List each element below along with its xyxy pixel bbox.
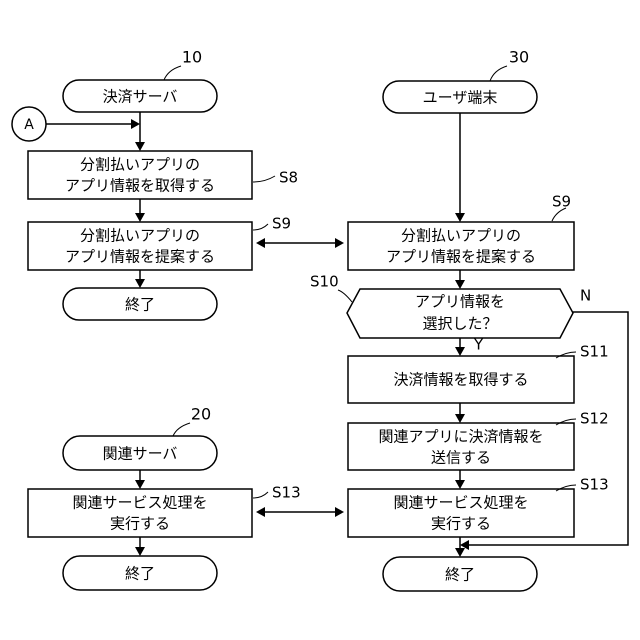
arrowhead [455, 347, 465, 356]
step-label-s11: S11 [580, 343, 609, 361]
arrowhead [135, 547, 145, 556]
terminal-user-terminal-label: ユーザ端末 [423, 89, 498, 107]
step-s8-text-line1: 分割払いアプリの [80, 156, 200, 174]
step-label-left-s9: S9 [272, 215, 291, 233]
leader-line [173, 423, 190, 436]
step-right-s9-text-line1: 分割払いアプリの [401, 227, 521, 245]
terminal-payment-server-label: 決済サーバ [103, 88, 178, 106]
decision-no-label: N [580, 287, 591, 305]
step-right-s13-text-line1: 関連サービス処理を [393, 494, 528, 512]
connector-a-label: A [24, 117, 34, 133]
step-label-s10: S10 [310, 273, 339, 291]
leader-line [253, 492, 268, 498]
decision-s10-text-line2: 選択した？ [422, 315, 497, 333]
arrowhead [455, 213, 465, 222]
terminal-right-end-label: 終了 [445, 566, 475, 584]
arrowhead [455, 280, 465, 289]
decision-s10-text-line1: アプリ情報を [415, 293, 505, 311]
arrowhead [335, 238, 344, 248]
step-left-s13-text-line1: 関連サービス処理を [72, 494, 207, 512]
step-label-right-s9: S9 [552, 193, 571, 211]
step-s11-text: 決済情報を取得する [393, 371, 528, 389]
leader-line [253, 176, 275, 182]
arrowhead [256, 507, 265, 517]
leader-line [253, 224, 268, 230]
leader-line [338, 290, 352, 302]
step-label-right-s13: S13 [580, 476, 609, 494]
terminal-related-server-label: 関連サーバ [103, 445, 178, 463]
arrowhead [135, 142, 145, 151]
arrowhead [455, 480, 465, 489]
step-left-s9-text-line2: アプリ情報を提案する [65, 248, 215, 266]
step-label-s8: S8 [279, 169, 298, 187]
leader-line [490, 66, 507, 81]
step-right-s13-text-line2: 実行する [431, 515, 491, 533]
arrowhead [455, 414, 465, 423]
decision-yes-label: Y [473, 336, 484, 354]
step-left-s9-text-line1: 分割払いアプリの [80, 227, 200, 245]
arrowhead [131, 119, 140, 129]
leader-line [164, 66, 181, 80]
arrowhead [335, 507, 344, 517]
arrowhead [135, 213, 145, 222]
step-s8-text-line2: アプリ情報を取得する [65, 177, 215, 195]
ref-payment-server: 10 [182, 48, 202, 67]
arrowhead [135, 480, 145, 489]
step-s12-text-line1: 関連アプリに決済情報を [378, 428, 543, 446]
step-right-s9-text-line2: アプリ情報を提案する [386, 248, 536, 266]
step-left-s13-text-line2: 実行する [110, 515, 170, 533]
step-label-s12: S12 [580, 410, 609, 428]
ref-related-server: 20 [191, 405, 211, 424]
ref-user-terminal: 30 [509, 48, 529, 67]
terminal-left-end-2-label: 終了 [125, 565, 155, 583]
arrowhead [135, 279, 145, 288]
arrowhead [455, 548, 465, 557]
arrowhead [256, 238, 265, 248]
step-label-left-s13: S13 [272, 484, 301, 502]
step-s12-text-line2: 送信する [431, 449, 491, 467]
terminal-left-end-1-label: 終了 [125, 296, 155, 314]
